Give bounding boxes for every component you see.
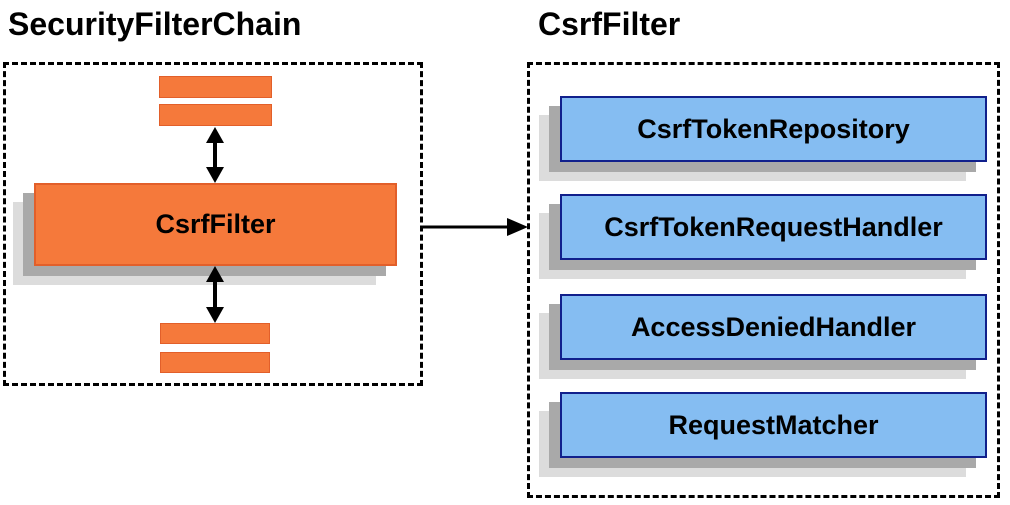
horizontal-flow-arrow <box>423 218 528 236</box>
other-filter-bar <box>159 76 272 98</box>
security-filter-chain-container <box>3 62 423 386</box>
security-filter-chain-title: SecurityFilterChain <box>8 6 302 42</box>
other-filter-bar <box>160 323 270 344</box>
component-box-csrf-token-repository: CsrfTokenRepository <box>560 96 987 162</box>
component-label: CsrfTokenRepository <box>637 113 910 144</box>
csrf-filter-box-label: CsrfFilter <box>155 209 276 239</box>
component-label: CsrfTokenRequestHandler <box>604 211 943 242</box>
component-box-csrf-token-request-handler: CsrfTokenRequestHandler <box>560 194 987 260</box>
component-label: AccessDeniedHandler <box>630 311 917 342</box>
other-filter-bar <box>160 352 270 373</box>
double-headed-arrow-bottom <box>206 266 224 323</box>
component-box-request-matcher: RequestMatcher <box>560 392 987 458</box>
csrf-filter-box: CsrfFilter <box>34 183 397 266</box>
component-label: RequestMatcher <box>668 409 879 440</box>
double-headed-arrow-top <box>206 127 224 183</box>
csrf-filter-title: CsrfFilter <box>538 6 681 42</box>
component-box-access-denied-handler: AccessDeniedHandler <box>560 294 987 360</box>
other-filter-bar <box>159 104 272 126</box>
csrf-filter-detail-container <box>527 62 1000 498</box>
